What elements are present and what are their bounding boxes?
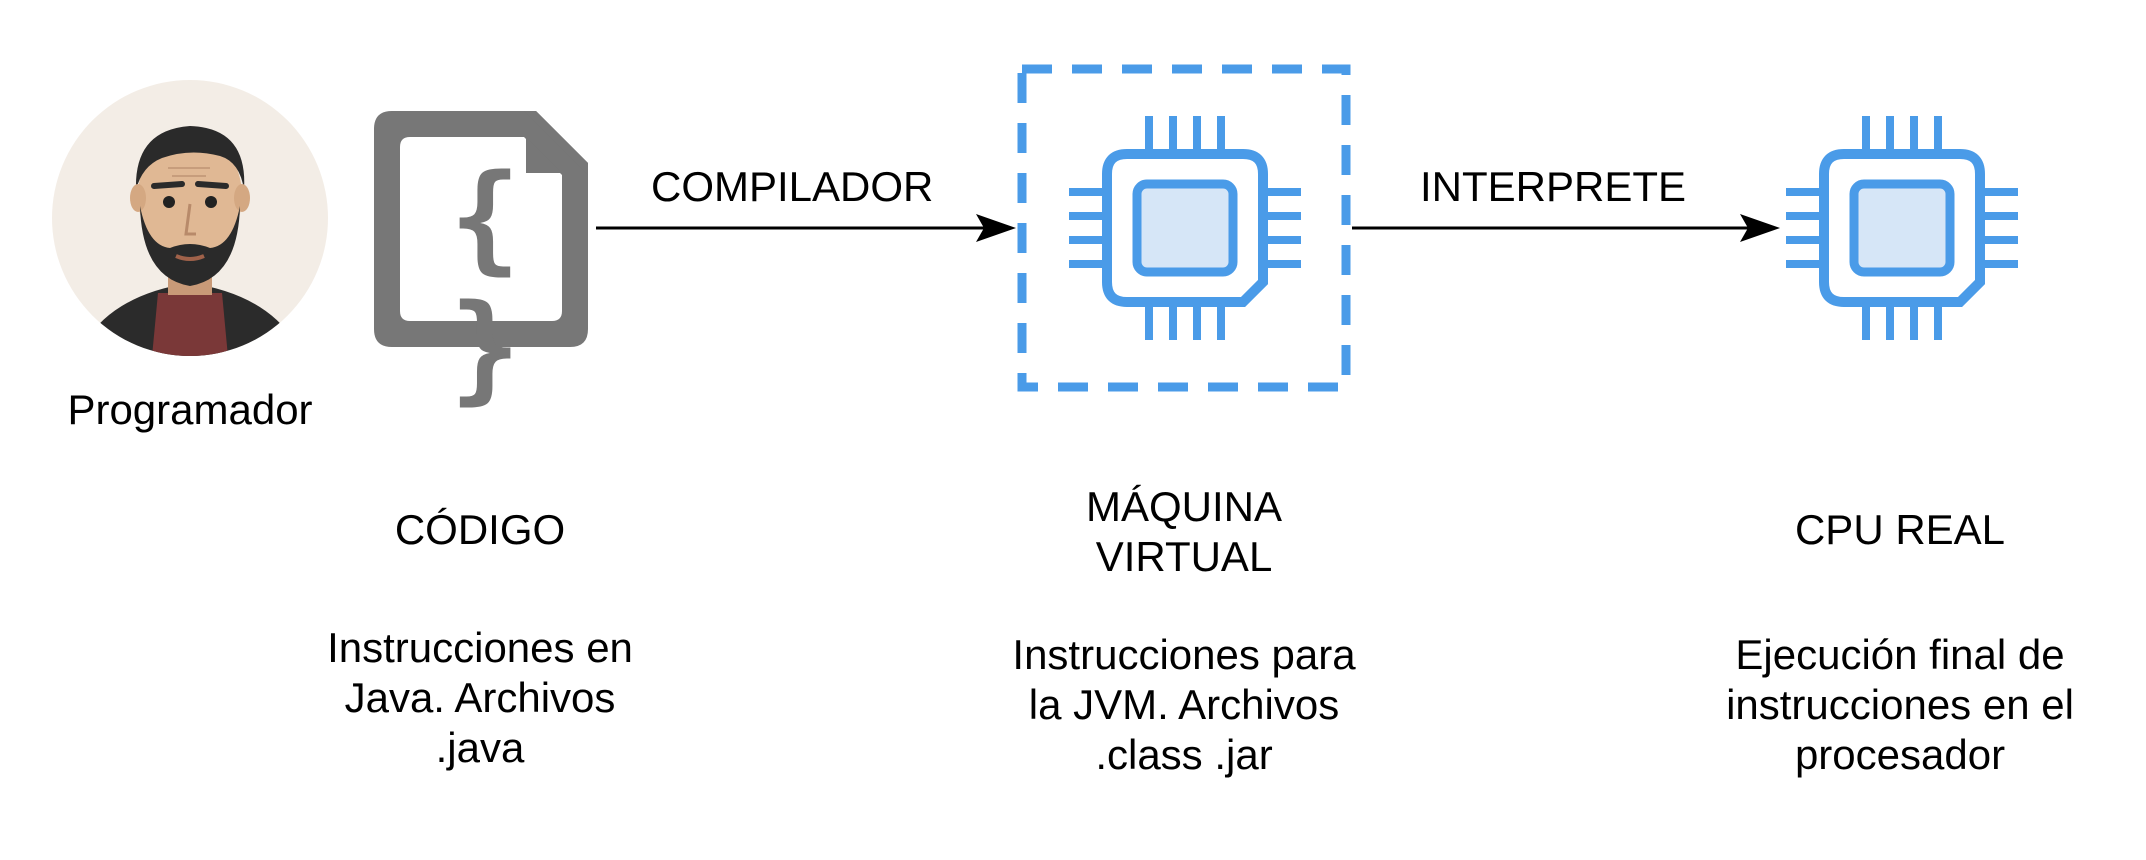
vm-title: MÁQUINA VIRTUAL [1085,483,1282,580]
real-cpu-chip-icon [1786,116,2018,340]
code-file-icon [374,111,588,347]
edge-interprete-arrow [1352,214,1780,242]
programmer-avatar-icon [52,80,328,356]
edge-label-interprete: INTERPRETE [1420,163,1687,210]
virtual-machine-box [1017,64,1351,392]
cpu-title: CPU REAL [1794,506,2006,553]
programmer-label: Programador [67,386,313,433]
code-braces-glyph: { } [449,148,520,416]
vm-description: Instrucciones para la JVM. Archivos .cla… [1012,631,1356,778]
code-title: CÓDIGO [394,506,566,553]
edge-label-compilador: COMPILADOR [651,163,934,210]
cpu-description: Ejecución final de instrucciones en el p… [1726,631,2074,778]
edge-compilador-arrow [596,214,1016,242]
vm-chip-icon [1069,116,1301,340]
code-description: Instrucciones en Java. Archivos .java [327,624,633,771]
